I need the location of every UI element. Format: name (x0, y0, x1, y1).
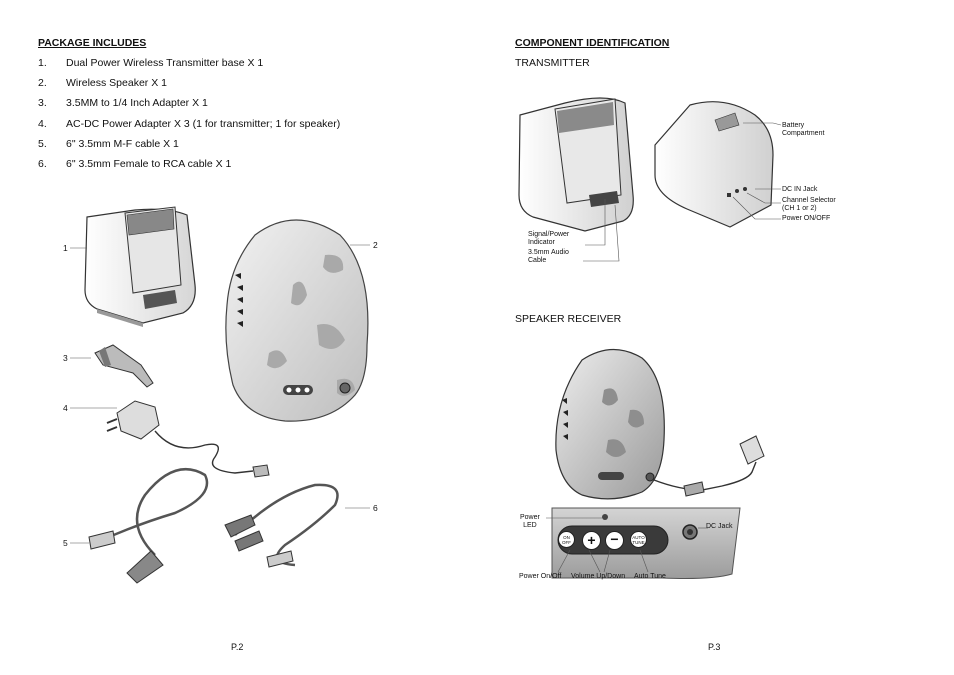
mf-cable-drawing (88, 467, 209, 584)
list-item: 6" 3.5mm Female to RCA cable X 1 (66, 158, 232, 170)
list-item: Wireless Speaker X 1 (66, 77, 167, 89)
figure-label-6: 6 (373, 503, 378, 513)
callout-power-onoff-speaker: Power On/Off (519, 573, 562, 580)
callout-audio-cable: 3.5mm Audio Cable (528, 249, 569, 264)
transmitter-back-drawing (654, 101, 774, 228)
list-item: AC-DC Power Adapter X 3 (1 for transmitt… (66, 118, 341, 130)
callout-dc-jack: DC Jack (706, 523, 733, 530)
list-item-number: 5. (38, 138, 47, 150)
onoff-button: ON OFF (558, 531, 575, 548)
figure-label-4: 4 (63, 403, 68, 413)
figure-label-5: 5 (63, 538, 68, 548)
component-identification-heading: COMPONENT IDENTIFICATION (515, 37, 670, 49)
auto-tune-button: AUTO TUNE (630, 531, 647, 548)
figure-label-1: 1 (63, 243, 68, 253)
package-includes-heading: PACKAGE INCLUDES (38, 37, 147, 49)
page-number-left: P.2 (231, 642, 244, 652)
callout-volume-up-down: Volume Up/Down (571, 573, 626, 580)
speaker-receiver-title: SPEAKER RECEIVER (515, 313, 622, 325)
volume-down-button: − (605, 531, 624, 550)
list-item-number: 2. (38, 77, 47, 89)
transmitter-front-drawing (518, 97, 634, 232)
package-contents-illustration (70, 206, 370, 584)
list-item-number: 6. (38, 158, 47, 170)
volume-up-button: + (582, 531, 601, 550)
rock-speaker-drawing (225, 219, 369, 422)
transmitter-title: TRANSMITTER (515, 57, 590, 69)
list-item: 6" 3.5mm M-F cable X 1 (66, 138, 179, 150)
speaker-rock-drawing (555, 348, 665, 500)
callout-dc-in-jack: DC IN Jack (782, 186, 818, 193)
list-item-number: 1. (38, 57, 47, 69)
list-item: Dual Power Wireless Transmitter base X 1 (66, 57, 264, 69)
callout-auto-tune: Auto Tune (634, 573, 666, 580)
transmitter-base-drawing (84, 206, 196, 327)
power-adapter-drawing (106, 400, 270, 478)
callout-power-onoff: Power ON/OFF (782, 215, 831, 222)
callout-signal-indicator: Signal/Power Indicator (528, 231, 570, 246)
audio-adapter-drawing (94, 344, 154, 388)
callout-channel-selector: Channel Selector (CH 1 or 2) (782, 197, 836, 212)
figure-label-3: 3 (63, 353, 68, 363)
list-item-number: 4. (38, 118, 47, 130)
page-number-right: P.3 (708, 642, 721, 652)
callout-battery-compartment: Battery Compartment (782, 122, 825, 137)
transmitter-illustration (518, 97, 782, 262)
list-item-number: 3. (38, 97, 47, 109)
callout-power-led: Power LED (520, 514, 540, 529)
list-item: 3.5MM to 1/4 Inch Adapter X 1 (66, 97, 208, 109)
figure-label-2: 2 (373, 240, 378, 250)
rca-cable-drawing (224, 483, 339, 568)
power-adapter-cord-drawing (653, 435, 765, 497)
